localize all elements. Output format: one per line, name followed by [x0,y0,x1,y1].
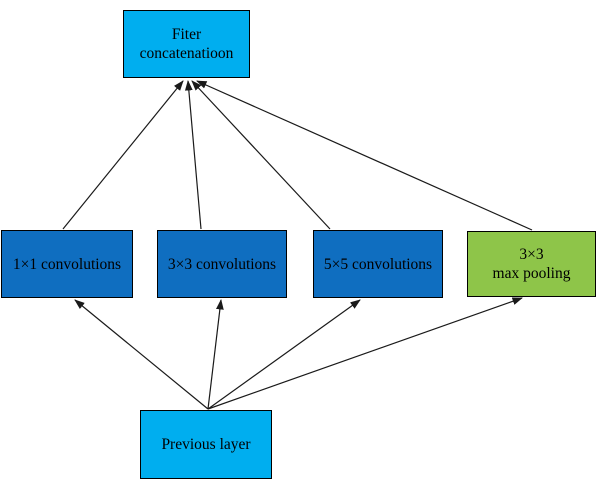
arrow-previous-to-conv5 [207,299,361,410]
node-label: 3×3 convolutions [167,255,277,273]
node-label-line: concatenatioon [139,45,234,62]
arrow-previous-to-conv1 [74,299,209,410]
arrow-conv1-to-concat [62,80,184,230]
arrow-previous-to-conv3 [207,299,224,410]
arrow-maxpool-to-concat [196,80,533,231]
arrow-previous-to-maxpool [207,297,523,410]
node-label: 5×5 convolutions [323,255,433,273]
node-filter-concatenation: Fiter concatenatioon [123,10,250,78]
node-label-line: Fiter [171,26,202,43]
node-label: 1×1 convolutions [12,255,122,273]
node-3x3-convolutions: 3×3 convolutions [157,230,287,298]
node-previous-layer: Previous layer [140,410,272,479]
node-label-line: 3×3 [519,246,544,263]
node-label-line: max pooling [492,265,571,282]
node-3x3-max-pooling: 3×3 max pooling [467,231,596,297]
node-1x1-convolutions: 1×1 convolutions [1,230,133,298]
node-5x5-convolutions: 5×5 convolutions [313,230,443,298]
arrow-conv3-to-concat [184,80,202,230]
node-label: Previous layer [161,436,251,453]
arrow-conv5-to-concat [191,80,331,230]
